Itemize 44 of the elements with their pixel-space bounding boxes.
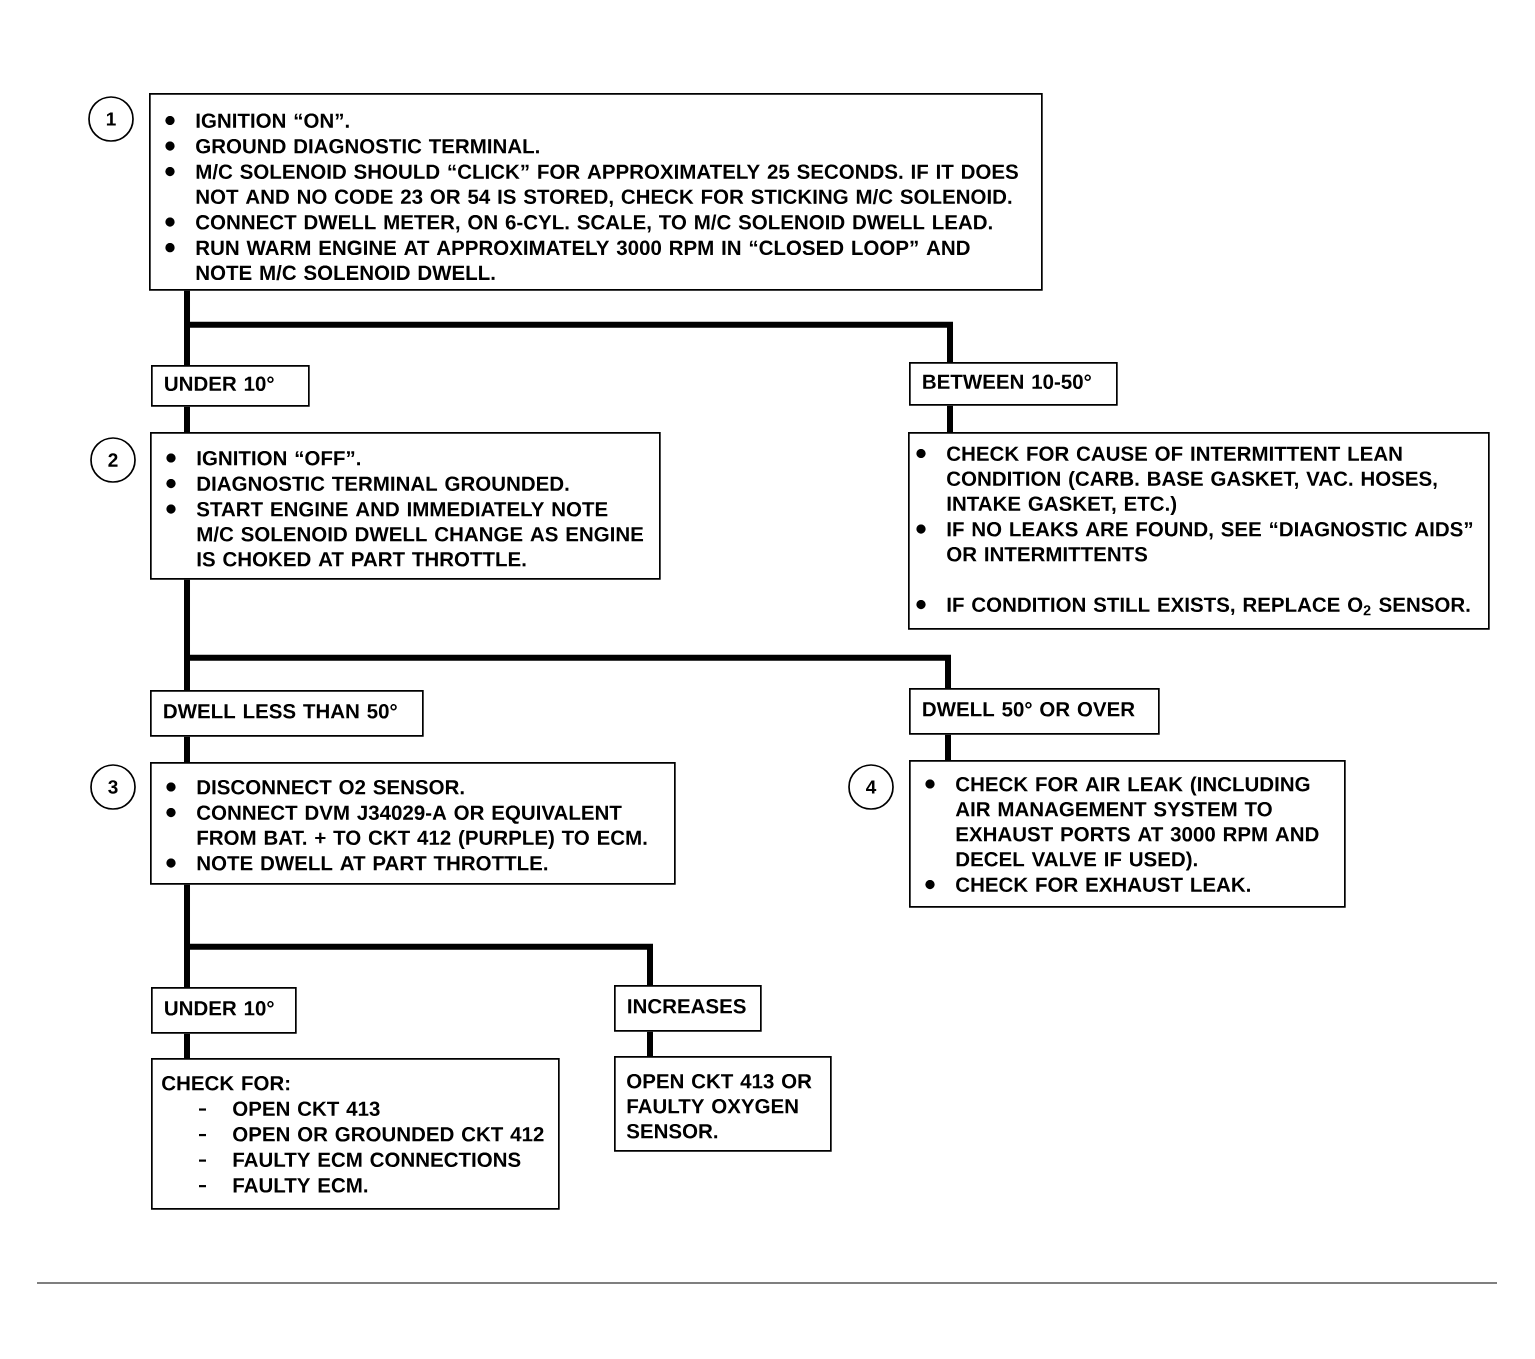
instruction-text: CHECK FOR CAUSE OF INTERMITTENT LEAN CONDITION (CARB. BASE GASKET, VAC. HOSES, INTAKE GASKET, ETC.) (947, 446, 1437, 515)
condition-box: UNDER 10° (151, 987, 297, 1034)
connector-line (184, 884, 653, 985)
instruction-text: IF NO LEAKS ARE FOUND, SEE “DIAGNOSTIC AIDS” OR INTERMITTENTS (947, 522, 1473, 562)
instruction-text: IGNITION “OFF”. (197, 450, 360, 466)
instruction-text: NOTE DWELL AT PART THROTTLE. (197, 856, 548, 871)
condition-box: DWELL 50° OR OVER (909, 688, 1160, 735)
result-box (614, 1056, 832, 1152)
instruction-text: M/C SOLENOID SHOULD “CLICK” FOR APPROXIMATELY 25 SECONDS. IF IT DOES NOT AND NO CODE 23 OR 54 IS STORED, CHECK FOR STICKING M/C SOLENOID. (196, 164, 1018, 207)
instruction-text: RUN WARM ENGINE AT APPROXIMATELY 3000 RPM IN “CLOSED LOOP” AND NOTE M/C SOLENOID DWELL. (196, 240, 970, 281)
instruction-text: START ENGINE AND IMMEDIATELY NOTE M/C SOLENOID DWELL CHANGE AS ENGINE IS CHOKED AT PART THROTTLE. (196, 502, 644, 567)
instruction-text: GROUND DIAGNOSTIC TERMINAL. (196, 139, 539, 154)
instruction-text: DIAGNOSTIC TERMINAL GROUNDED. (197, 476, 569, 491)
result-text: OPEN CKT 413 OR FAULTY OXYGEN SENSOR. (626, 1073, 812, 1139)
step-number: 1 (88, 96, 134, 142)
result-box (151, 1058, 560, 1210)
step-number: 4 (848, 764, 894, 810)
connector-line (947, 405, 953, 432)
step-number: 3 (90, 764, 136, 810)
list-item: OPEN CKT 413 (233, 1101, 380, 1117)
connector-line (184, 736, 190, 762)
connector-line (184, 290, 953, 362)
list-item: FAULTY ECM. (233, 1178, 368, 1193)
instruction-text: CHECK FOR AIR LEAK (INCLUDING AIR MANAGEMENT SYSTEM TO EXHAUST PORTS AT 3000 RPM AND DECEL VALVE IF USED). (955, 776, 1319, 871)
condition-box: INCREASES (614, 985, 762, 1032)
connector-line (184, 406, 190, 432)
condition-box: UNDER 10° (151, 365, 310, 407)
instruction-text: DISCONNECT O2 SENSOR. (197, 779, 464, 795)
instruction-text: IF CONDITION STILL EXISTS, REPLACE O$_{2}$ SENSOR. (947, 597, 1470, 616)
instruction-text: CONNECT DWELL METER, ON 6-CYL. SCALE, TO M/C SOLENOID DWELL LEAD. (196, 214, 992, 233)
action-box (908, 432, 1490, 630)
condition-box: BETWEEN 10-50° (909, 362, 1118, 406)
instruction-text: IGNITION “ON”. (196, 113, 349, 128)
instruction-text: CHECK FOR EXHAUST LEAK. (956, 877, 1250, 892)
instruction-text: CONNECT DVM J34029-A OR EQUIVALENT FROM BAT. + TO CKT 412 (PURPLE) TO ECM. (197, 805, 647, 850)
connector-line (945, 734, 951, 760)
connector-line (184, 1033, 190, 1058)
connector-line (184, 579, 951, 688)
list-item: FAULTY ECM CONNECTIONS (233, 1152, 521, 1168)
condition-box: DWELL LESS THAN 50° (150, 690, 424, 737)
list-heading: CHECK FOR: (162, 1075, 290, 1091)
connector-line (647, 1031, 653, 1056)
step-number: 2 (90, 437, 136, 483)
list-item: OPEN OR GROUNDED CKT 412 (233, 1127, 544, 1142)
